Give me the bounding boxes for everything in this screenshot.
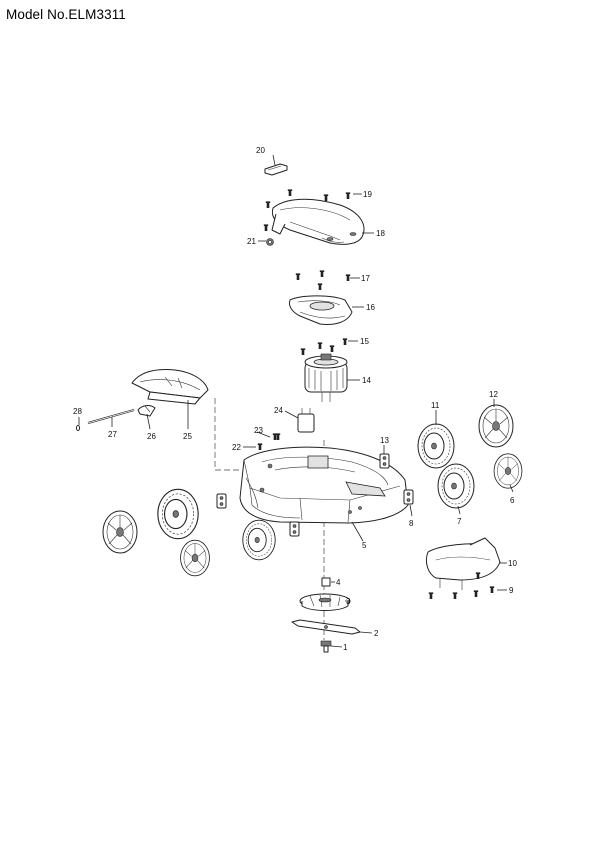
- callout-20: 20: [256, 146, 265, 155]
- callout-6: 6: [510, 496, 515, 505]
- part-4-adaptor: [321, 577, 331, 587]
- left-rear-hub-cap: [102, 510, 138, 554]
- callout-28: 28: [73, 407, 82, 416]
- callout-17: 17: [361, 274, 370, 283]
- left-axle-bracket-front: [289, 521, 300, 537]
- part-14-motor: [304, 353, 348, 402]
- callout-13: 13: [380, 436, 389, 445]
- callout-14: 14: [362, 376, 371, 385]
- part-23-screws: [272, 433, 281, 440]
- model-number-title: Model No.ELM3311: [6, 7, 126, 22]
- part-22-screw: [257, 443, 263, 450]
- part-24-switch-box: [297, 408, 315, 433]
- callout-24: 24: [274, 406, 283, 415]
- callout-7: 7: [457, 517, 462, 526]
- part-20-cap: [264, 163, 288, 176]
- callout-9: 9: [509, 586, 514, 595]
- callout-21: 21: [247, 237, 256, 246]
- left-front-wheel: [242, 519, 276, 561]
- callout-8: 8: [409, 519, 414, 528]
- part-25-cover: [131, 369, 209, 405]
- part-2-blade: [291, 619, 361, 635]
- callout-10: 10: [508, 559, 517, 568]
- part-17-screws: [295, 270, 351, 290]
- callout-19: 19: [363, 190, 372, 199]
- part-5-mower-deck: [239, 446, 409, 524]
- part-6-hub-cap: [493, 453, 523, 489]
- part-11-rear-wheel: [417, 423, 455, 469]
- callout-22: 22: [232, 443, 241, 452]
- callout-1: 1: [343, 643, 348, 652]
- part-16-fan-housing: [289, 295, 353, 325]
- callout-16: 16: [366, 303, 375, 312]
- part-21-knob: [266, 238, 274, 246]
- callout-12: 12: [489, 390, 498, 399]
- part-12-hub-cap: [478, 404, 514, 448]
- callout-15: 15: [360, 337, 369, 346]
- part-18-motor-cover: [271, 198, 365, 245]
- part-15-screws: [300, 338, 348, 355]
- part-1-bolt: [320, 640, 332, 653]
- left-axle-bracket-rear: [216, 493, 227, 509]
- part-13-bracket: [379, 453, 390, 469]
- callout-25: 25: [183, 432, 192, 441]
- callout-5: 5: [362, 541, 367, 550]
- callout-4: 4: [336, 578, 341, 587]
- part-27-rod: [87, 409, 135, 424]
- part-10-grass-guard: [425, 537, 501, 590]
- callout-numbers: 20 19 18 21 17 16 15 14 24 23 22 28 27 2…: [73, 146, 517, 652]
- left-rear-wheel: [157, 488, 199, 540]
- callout-11: 11: [431, 401, 440, 410]
- leader-lines: [78, 154, 514, 648]
- callout-2: 2: [374, 629, 379, 638]
- part-7-front-wheel: [437, 463, 475, 509]
- part-28-pin: [75, 425, 81, 431]
- part-8-bracket: [403, 489, 414, 505]
- left-front-hub-cap: [180, 539, 210, 577]
- callout-18: 18: [376, 229, 385, 238]
- part-26-clip: [137, 405, 156, 417]
- callout-23: 23: [254, 426, 263, 435]
- part-3-blade-holder: [299, 593, 351, 611]
- callout-27: 27: [108, 430, 117, 439]
- callout-26: 26: [147, 432, 156, 441]
- callout-3: 3: [346, 597, 351, 606]
